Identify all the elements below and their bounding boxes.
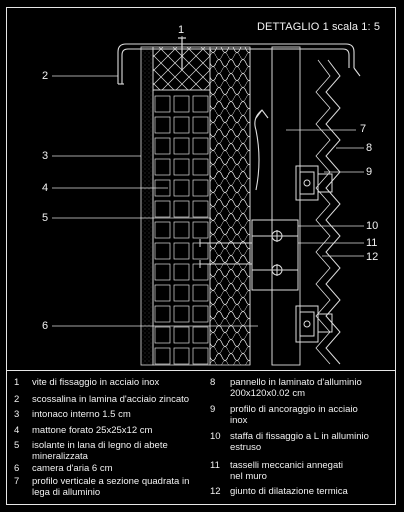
brick-cell	[173, 326, 190, 344]
brick-cell	[192, 137, 209, 155]
wall-section	[140, 46, 211, 366]
legend-divider	[6, 370, 396, 371]
callout-2: 2	[42, 70, 49, 82]
brick-cell	[192, 284, 209, 302]
brick-cell	[154, 347, 171, 365]
brick-cell	[173, 116, 190, 134]
callout-9: 9	[366, 166, 373, 178]
l-bracket	[251, 219, 299, 291]
brick-cell	[192, 326, 209, 344]
callout-10: 10	[366, 220, 379, 232]
brick-cell	[192, 305, 209, 323]
callout-11: 11	[366, 237, 378, 249]
callout-6: 6	[42, 320, 49, 332]
drawing-title: DETTAGLIO 1 scala 1: 5	[257, 21, 381, 33]
brick-cell	[173, 347, 190, 365]
brick-cell	[173, 242, 190, 260]
anchor-profile-lower	[295, 305, 333, 343]
callout-1: 1	[178, 24, 185, 36]
brick-cell	[154, 305, 171, 323]
brick-cell	[154, 326, 171, 344]
brick-cell	[154, 158, 171, 176]
brick-cell	[154, 221, 171, 239]
airflow-arrow	[254, 109, 269, 191]
vertical-profile	[271, 46, 301, 366]
aluminium-panel	[325, 59, 341, 365]
brick-cell	[173, 284, 190, 302]
leader-lines	[52, 36, 364, 327]
brick-cell	[154, 137, 171, 155]
anchor-profile-upper	[295, 165, 333, 201]
brick-cell	[154, 95, 171, 113]
brick-cell	[192, 200, 209, 218]
brick-cell	[154, 200, 171, 218]
callout-3: 3	[42, 150, 49, 162]
brick-cell	[192, 221, 209, 239]
brick-cell	[154, 116, 171, 134]
drawing-frame	[6, 7, 396, 505]
brick-cell	[173, 179, 190, 197]
brick-cell	[192, 116, 209, 134]
callout-4: 4	[42, 182, 49, 194]
brick-cell	[173, 158, 190, 176]
brick-cell	[154, 242, 171, 260]
brick-cell	[154, 263, 171, 281]
mechanical-anchors	[199, 239, 252, 268]
brick-cell	[173, 221, 190, 239]
brick-cell	[154, 284, 171, 302]
brick-cell	[192, 95, 209, 113]
callout-7: 7	[360, 123, 367, 135]
callout-5: 5	[42, 212, 49, 224]
callout-8: 8	[366, 142, 373, 154]
brick-cell	[192, 347, 209, 365]
brick-cell	[173, 305, 190, 323]
callout-12: 12	[366, 251, 379, 263]
brick-cell	[192, 158, 209, 176]
brick-cell	[173, 200, 190, 218]
brick-cell	[173, 137, 190, 155]
brick-cell	[173, 263, 190, 281]
brick-cell	[192, 179, 209, 197]
brick-cell	[173, 95, 190, 113]
brick-cells	[154, 95, 209, 365]
insulation-layer	[209, 46, 251, 366]
